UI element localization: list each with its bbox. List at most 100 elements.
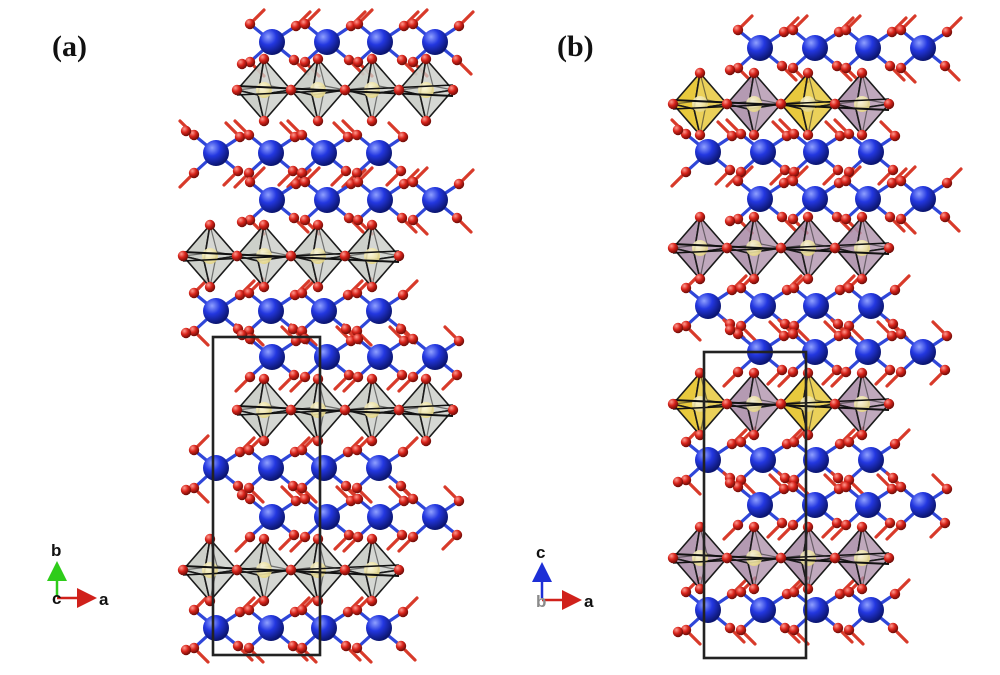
central-atom [256,82,272,98]
small-atom [393,404,405,416]
small-atom [941,177,953,189]
large-atom [750,139,776,165]
large-atom [366,615,392,641]
small-atom [667,398,679,410]
small-atom [234,606,246,618]
central-atom [692,550,708,566]
small-atom [787,213,799,225]
octahedron-face [257,254,294,289]
small-atom [889,588,901,600]
small-atom [735,166,747,178]
small-atom [243,604,255,616]
small-atom [451,54,463,66]
small-atom [340,323,352,335]
large-atom [311,455,337,481]
small-atom [352,493,364,505]
large-atom [258,298,284,324]
small-atom [398,335,410,347]
small-atom [694,583,706,595]
small-atom [895,24,907,36]
small-atom [232,165,244,177]
small-atom [787,481,799,493]
small-atom [453,495,465,507]
large-atom [858,597,884,623]
axis-out-label: b [536,592,546,611]
small-atom [680,474,692,486]
large-atom [259,187,285,213]
small-atom [887,622,899,634]
small-atom [779,164,791,176]
small-atom [672,124,684,136]
small-atom [398,495,410,507]
small-atom [939,211,951,223]
small-atom [884,517,896,529]
octahedron-face [419,408,456,443]
small-atom [735,436,747,448]
small-atom [366,219,378,231]
small-atom [748,211,760,223]
small-atom [407,56,419,68]
small-atom [339,250,351,262]
small-atom [779,318,791,330]
large-atom [802,492,828,518]
axis-right-label: a [584,592,594,611]
small-atom [667,242,679,254]
small-atom [236,489,248,501]
large-atom [366,455,392,481]
small-atom [887,472,899,484]
small-atom [407,493,419,505]
small-atom [232,480,244,492]
large-atom [203,140,229,166]
small-atom [787,24,799,36]
small-atom [231,84,243,96]
small-atom [726,588,738,600]
small-atom [775,552,787,564]
small-atom [287,165,299,177]
small-atom [788,282,800,294]
octahedron-face [311,88,348,123]
small-atom [393,84,405,96]
small-atom [299,214,311,226]
small-atom [177,250,189,262]
small-atom [776,364,788,376]
small-atom [351,482,363,494]
small-atom [396,369,408,381]
small-atom [342,289,354,301]
octahedron-face [693,556,730,591]
small-atom [296,604,308,616]
large-atom [858,447,884,473]
small-atom [396,212,408,224]
large-atom [803,447,829,473]
small-atom [296,325,308,337]
octahedron-face [747,102,784,137]
large-atom [910,339,936,365]
small-atom [258,373,270,385]
small-atom [856,521,868,533]
large-atom [750,597,776,623]
small-atom [258,219,270,231]
small-atom [352,56,364,68]
small-atom [724,622,736,634]
large-atom [258,455,284,481]
small-atom [886,177,898,189]
small-atom [843,128,855,140]
small-atom [299,56,311,68]
axis-indicator-a: b c a [47,541,109,609]
small-atom [258,595,270,607]
small-atom [243,129,255,141]
central-atom [692,240,708,256]
large-atom [367,504,393,530]
small-atom [343,529,355,541]
octahedron [342,376,402,443]
small-atom [244,493,256,505]
small-atom [366,595,378,607]
small-atom [340,640,352,652]
small-atom [776,60,788,72]
large-atom [314,344,340,370]
small-atom [680,166,692,178]
small-atom [721,242,733,254]
large-atom [750,447,776,473]
small-atom [895,62,907,74]
small-atom [829,552,841,564]
small-atom [778,483,790,495]
